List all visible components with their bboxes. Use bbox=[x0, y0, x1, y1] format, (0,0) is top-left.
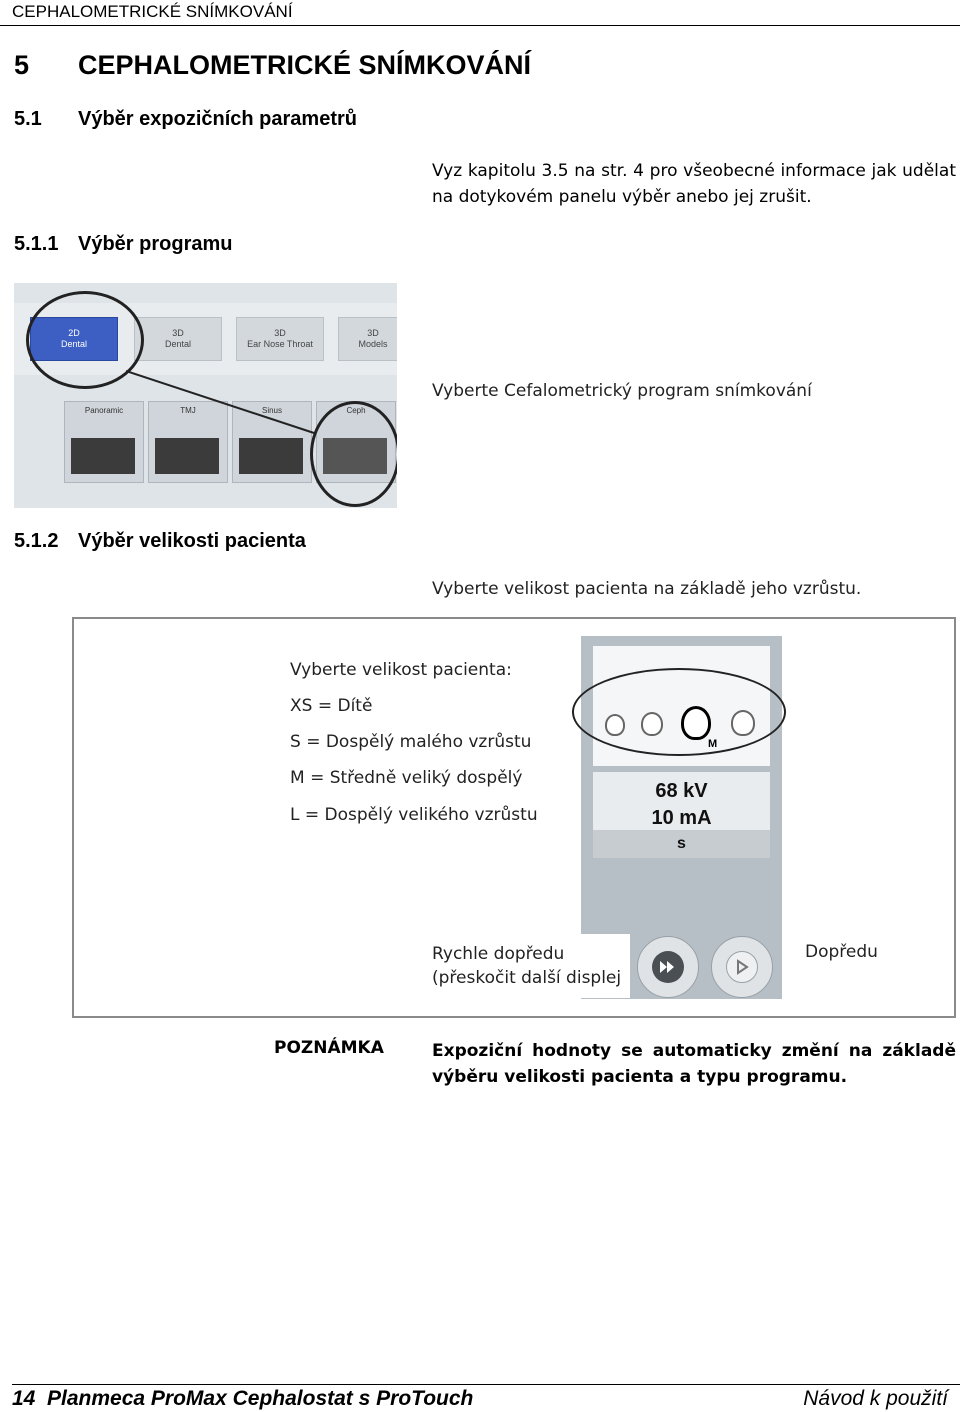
note-label: POZNÁMKA bbox=[274, 1038, 384, 1058]
running-header: CEPHALOMETRICKÉ SNÍMKOVÁNÍ bbox=[12, 2, 293, 21]
footer-left: 14 Planmeca ProMax Cephalostat s ProTouc… bbox=[12, 1387, 474, 1410]
footer-right: Návod k použití bbox=[803, 1387, 948, 1410]
size-xs: XS = Dítě bbox=[290, 696, 373, 716]
section-title: Výběr expozičních parametrů bbox=[78, 108, 357, 130]
mode-button-panoramic[interactable]: Panoramic bbox=[64, 401, 144, 483]
program-button-label: Ear Nose Throat bbox=[247, 339, 313, 349]
section-number: 5.1 bbox=[14, 108, 42, 130]
chapter-title: CEPHALOMETRICKÉ SNÍMKOVÁNÍ bbox=[78, 50, 532, 80]
mode-button-tmj[interactable]: TMJ bbox=[148, 401, 228, 483]
subsection2-title: Výběr velikosti pacienta bbox=[78, 530, 306, 552]
fast-forward-button[interactable] bbox=[637, 936, 699, 998]
connector-line bbox=[125, 370, 315, 434]
exposure-values: 68 kV 10 mA s bbox=[593, 772, 770, 858]
highlight-circle bbox=[26, 291, 144, 389]
panoramic-xray-image bbox=[71, 438, 135, 474]
fast-forward-glyph bbox=[660, 961, 674, 973]
fast-forward-label-line2: (přeskočit další displej bbox=[432, 968, 622, 988]
footer-rule bbox=[12, 1384, 960, 1385]
mode-button-label: TMJ bbox=[180, 406, 196, 415]
fast-forward-label: Rychle dopředu (přeskočit další displej bbox=[432, 942, 621, 990]
mode-button-label: Panoramic bbox=[84, 406, 124, 415]
size-m: M = Středně veliký dospělý bbox=[290, 768, 523, 788]
fast-forward-icon bbox=[652, 951, 684, 983]
program-button-label: 3D bbox=[367, 328, 379, 338]
program-caption: Vyberte Cefalometrický program snímkován… bbox=[432, 381, 812, 401]
forward-icon bbox=[726, 951, 758, 983]
sinus-xray-image bbox=[239, 438, 303, 474]
program-button-label: Dental bbox=[164, 339, 191, 349]
program-button-label: 3D bbox=[274, 328, 286, 338]
size-intro: Vyberte velikost pacienta: bbox=[290, 660, 512, 680]
subsection1-number: 5.1.1 bbox=[14, 233, 59, 255]
mode-button-sinus[interactable]: Sinus bbox=[232, 401, 312, 483]
chapter-number: 5 bbox=[14, 50, 30, 80]
program-button-label: 3D bbox=[172, 328, 184, 338]
note-text: Expoziční hodnoty se automaticky změní n… bbox=[432, 1041, 956, 1087]
section-text: Vyz kapitolu 3.5 na str. 4 pro všeobecné… bbox=[432, 161, 956, 207]
highlight-circle bbox=[310, 401, 397, 507]
kv-value: 68 kV bbox=[655, 780, 708, 802]
time-value: s bbox=[593, 830, 770, 858]
tmj-xray-image bbox=[155, 438, 219, 474]
ma-value: 10 mA bbox=[651, 807, 712, 829]
subsection2-number: 5.1.2 bbox=[14, 530, 59, 552]
header-rule bbox=[0, 25, 960, 26]
program-button-3d-models[interactable]: 3D Models bbox=[338, 317, 397, 361]
patient-size-box bbox=[72, 617, 956, 1018]
program-selection-screenshot: 2D Dental 3D Dental 3D Ear Nose Throat 3… bbox=[14, 283, 397, 508]
program-button-3d-ent[interactable]: 3D Ear Nose Throat bbox=[236, 317, 324, 361]
forward-button[interactable] bbox=[711, 936, 773, 998]
forward-label: Dopředu bbox=[805, 942, 878, 962]
mode-button-label: Sinus bbox=[261, 406, 282, 415]
program-button-3d-dental[interactable]: 3D Dental bbox=[134, 317, 222, 361]
size-caption: Vyberte velikost pacienta na základě jeh… bbox=[432, 579, 862, 599]
size-highlight-circle bbox=[572, 668, 786, 756]
ff-label-background bbox=[430, 934, 630, 998]
forward-glyph bbox=[737, 959, 749, 975]
fast-forward-label-line1: Rychle dopředu bbox=[432, 944, 565, 964]
program-button-label: Models bbox=[358, 339, 388, 349]
size-l: L = Dospělý velikého vzrůstu bbox=[290, 805, 538, 825]
size-s: S = Dospělý malého vzrůstu bbox=[290, 732, 532, 752]
subsection1-title: Výběr programu bbox=[78, 233, 233, 255]
